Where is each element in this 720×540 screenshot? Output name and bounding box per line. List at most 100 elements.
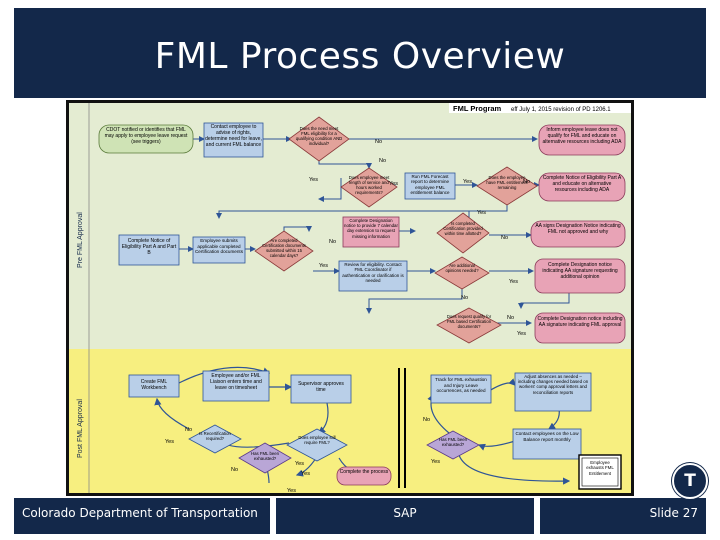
decision-need-meets-eligibility bbox=[288, 116, 350, 162]
node-employee-exhausts bbox=[578, 454, 622, 490]
label-no-p3: No bbox=[423, 417, 430, 423]
node-designation-additional-opinion-text: Complete Designation notice indicating A… bbox=[542, 262, 618, 280]
footer-center-text: SAP bbox=[393, 506, 417, 520]
node-supervisor-approves-text: Supervisor approves time bbox=[298, 381, 344, 393]
decision-need-meets-eligibility-text: Does the need meet FML eligibility for a… bbox=[295, 126, 343, 146]
decision-certification-provided bbox=[436, 212, 490, 254]
node-aa-not-approved bbox=[530, 220, 626, 248]
decision-length-of-service bbox=[340, 167, 398, 208]
label-yes-p3: Yes bbox=[301, 471, 310, 477]
decision-recertification bbox=[188, 424, 242, 454]
diagram-header-title: FML Program bbox=[453, 104, 502, 113]
node-cdot-notified bbox=[98, 124, 194, 154]
slide-header: FML Process Overview bbox=[14, 8, 706, 98]
slide-title: FML Process Overview bbox=[154, 36, 566, 77]
label-no-1: No bbox=[375, 139, 382, 145]
decision-recertification-text: Is Recertification required? bbox=[199, 431, 231, 441]
label-yes-7: Yes bbox=[517, 331, 526, 337]
label-no-p2: No bbox=[231, 467, 238, 473]
label-no-6: No bbox=[461, 295, 468, 301]
decision-submitted-15-days bbox=[254, 230, 314, 272]
footer-organization: Colorado Department of Transportation bbox=[22, 506, 258, 520]
footer-band-right: Slide 27 bbox=[540, 498, 706, 534]
label-no-2: No bbox=[379, 158, 386, 164]
decision-fml-exhausted-left bbox=[238, 442, 292, 474]
footer-band-center: SAP bbox=[276, 498, 534, 534]
decision-additional-opinions bbox=[434, 256, 490, 290]
node-notice-part-a-text: Complete Notice of Eligibility Part A an… bbox=[542, 175, 622, 193]
footer-band-left: Colorado Department of Transportation bbox=[14, 498, 270, 534]
label-no-p1: No bbox=[185, 427, 192, 433]
node-designation-approval bbox=[534, 312, 626, 344]
node-supervisor-approves bbox=[290, 374, 352, 404]
node-run-forecast bbox=[404, 172, 456, 200]
node-contact-low-balance-text: Contact employees on the Low Balance rep… bbox=[515, 431, 579, 442]
label-yes-2: Yes bbox=[389, 181, 398, 187]
node-track-exhaustion-text: Track for FML exhaustion and Injury Leav… bbox=[435, 377, 487, 393]
node-employee-submits-text: Employee submits applicable completed Ce… bbox=[194, 238, 243, 254]
diagram-header-revision: eff July 1, 2015 revision of PD 1206.1 bbox=[511, 107, 611, 113]
node-cdot-notified-text: CDOT notified or identifies that FML may… bbox=[104, 127, 188, 145]
label-yes-4: Yes bbox=[477, 210, 486, 216]
node-enter-time-text: Employee and/or FML Liaison enters time … bbox=[210, 373, 262, 391]
node-designation-extension bbox=[342, 216, 400, 248]
node-designation-extension-text: Complete Designation notice to provide 7… bbox=[344, 218, 398, 239]
decision-length-of-service-text: Does employee meet length of service and… bbox=[348, 175, 390, 195]
label-yes-6: Yes bbox=[509, 279, 518, 285]
node-adjust-absences bbox=[514, 372, 592, 412]
label-yes-5: Yes bbox=[319, 263, 328, 269]
node-enter-time bbox=[202, 370, 270, 402]
node-adjust-absences-text: Adjust absences as needed – including ch… bbox=[517, 374, 589, 395]
node-notice-part-a-b bbox=[118, 234, 180, 266]
label-no-3: No bbox=[523, 179, 530, 185]
label-no-5: No bbox=[329, 239, 336, 245]
node-inform-not-qualify-text: Inform employee leave does not qualify f… bbox=[542, 127, 622, 145]
node-complete-process-text: Complete the process bbox=[339, 469, 389, 475]
node-designation-additional-opinion bbox=[534, 258, 626, 294]
node-employee-exhausts-text: Employee exhausts FML Entitlement bbox=[586, 460, 614, 476]
node-run-forecast-text: Run FML Forecast report to determine emp… bbox=[410, 174, 450, 196]
decision-entitlement-remaining bbox=[476, 166, 538, 206]
decision-qualify-certification bbox=[436, 307, 502, 344]
node-inform-not-qualify bbox=[538, 124, 626, 156]
label-yes-p1: Yes bbox=[165, 439, 174, 445]
decision-additional-opinions-text: Are additional opinions needed? bbox=[445, 263, 479, 273]
decision-fml-exhausted-right-text: Has FML been exhausted? bbox=[438, 437, 468, 447]
section-label-pre: Pre FML Approval bbox=[77, 212, 84, 268]
decision-qualify-certification-text: Does request qualify for FML based Certi… bbox=[446, 314, 492, 329]
node-review-eligibility bbox=[338, 260, 408, 292]
decision-fml-exhausted-right bbox=[426, 430, 480, 460]
node-create-workbench bbox=[128, 374, 180, 398]
fml-flowchart: FML Program eff July 1, 2015 revision of… bbox=[66, 100, 634, 496]
node-notice-part-a bbox=[538, 172, 626, 202]
label-no-4: No bbox=[501, 235, 508, 241]
decision-entitlement-remaining-text: Does the employee have FML entitlement r… bbox=[486, 175, 528, 190]
node-contact-employee bbox=[203, 122, 264, 158]
flowchart-svg: FML Program eff July 1, 2015 revision of… bbox=[69, 103, 631, 493]
decision-submitted-15-days-text: Are completed Certification documents su… bbox=[262, 238, 306, 258]
node-aa-not-approved-text: AA signs Designation Notice indicating F… bbox=[535, 223, 621, 235]
label-no-7: No bbox=[507, 315, 514, 321]
decision-certification-provided-text: Is completed Certification provided with… bbox=[443, 221, 483, 236]
decision-fml-exhausted-left-text: Has FML been exhausted? bbox=[250, 451, 280, 461]
node-review-eligibility-text: Review for eligibility. Contact FML Coor… bbox=[342, 262, 404, 283]
node-notice-part-a-b-text: Complete Notice of Eligibility Part A an… bbox=[121, 238, 177, 256]
label-yes-1: Yes bbox=[309, 177, 318, 183]
node-complete-process bbox=[336, 466, 392, 486]
node-create-workbench-text: Create FML Workbench bbox=[140, 379, 168, 391]
node-designation-approval-text: Complete Designation notice including AA… bbox=[537, 316, 623, 328]
node-contact-employee-text: Contact employee to advise of rights, de… bbox=[205, 124, 262, 148]
decision-still-require bbox=[286, 428, 348, 462]
node-contact-low-balance bbox=[512, 428, 582, 460]
cdot-logo: T bbox=[672, 463, 708, 499]
node-employee-submits bbox=[192, 236, 246, 264]
label-yes-p5: Yes bbox=[431, 459, 440, 465]
label-yes-p2: Yes bbox=[295, 461, 304, 467]
label-yes-3: Yes bbox=[463, 179, 472, 185]
section-label-post: Post FML Approval bbox=[77, 399, 84, 458]
label-yes-p4: Yes bbox=[287, 488, 296, 493]
decision-still-require-text: Does employee still require FML? bbox=[298, 435, 336, 445]
pre-connectors bbox=[179, 136, 570, 326]
slide-number: Slide 27 bbox=[649, 506, 698, 520]
node-track-exhaustion bbox=[430, 374, 492, 404]
